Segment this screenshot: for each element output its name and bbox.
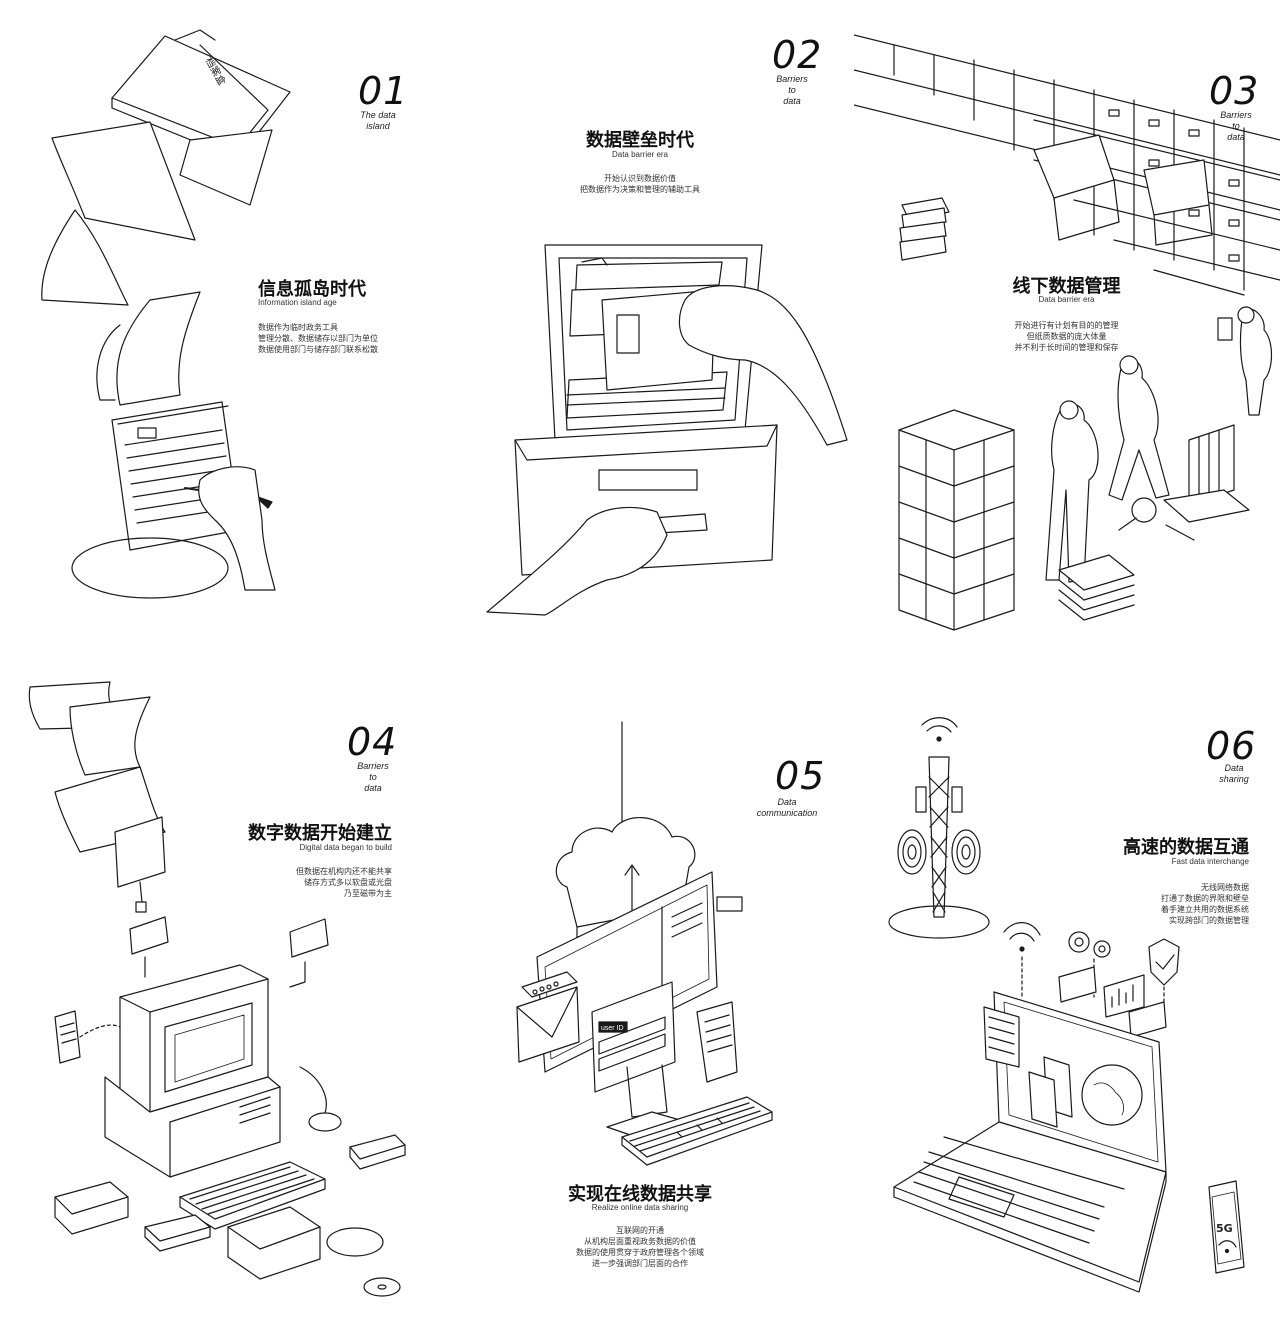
panel-06: 5G 06 Data sharing 高速的数据互通 Fast data int… bbox=[854, 667, 1280, 1333]
description: 开始认识到数据价值把数据作为决策和管理的辅助工具 bbox=[580, 174, 700, 194]
retro-computer-illustration bbox=[28, 681, 406, 1297]
title-en: Realize online data sharing bbox=[591, 1203, 689, 1212]
title-cn: 数字数据开始建立 bbox=[248, 823, 392, 844]
title-cn: 实现在线数据共享 bbox=[568, 1184, 712, 1205]
title-cn: 数据壁垒时代 bbox=[586, 130, 694, 151]
shield-check-icon bbox=[1148, 938, 1180, 986]
wifi-icon bbox=[1003, 922, 1041, 952]
title-cn: 线下数据管理 bbox=[1012, 276, 1121, 297]
file-drawer-illustration bbox=[486, 244, 848, 616]
description: 开始进行有计划有目的的管理但纸质数据的庞大体量并不利于长时间的管理和保存 bbox=[1014, 321, 1119, 352]
panel-05: user ID 05 Data communication 实现在线数据共享 R… bbox=[427, 667, 853, 1333]
title-cn: 信息孤岛时代 bbox=[258, 279, 366, 300]
panel-01: 档案盒 01 The data island 信息孤岛时代 Informatio… bbox=[0, 0, 426, 666]
step-subtitle: Data sharing bbox=[1219, 763, 1249, 784]
gear-icon bbox=[1068, 931, 1111, 958]
title-en: Data barrier era bbox=[1038, 295, 1095, 304]
title-en: Digital data began to build bbox=[299, 843, 392, 852]
description: 无线网络数据打通了数据的界限和壁垒着手建立共用的数据系统实现跨部门的数据管理 bbox=[1161, 883, 1249, 925]
title-en: Information island age bbox=[258, 298, 337, 307]
step-subtitle: Data communication bbox=[756, 797, 818, 818]
phone-5g-label: 5G bbox=[1216, 1222, 1233, 1235]
panel-03: 03 Barriers to data 线下数据管理 Data barrier … bbox=[854, 0, 1280, 666]
step-subtitle: The data island bbox=[360, 110, 396, 131]
description: 但数据在机构内还不能共享储存方式多以软盘或光盘乃至磁带为主 bbox=[296, 867, 392, 898]
description: 数据作为临时政务工具管理分散、数据储存以部门为单位数据使用部门与储存部门联系松散 bbox=[258, 323, 378, 354]
step-number: 02 bbox=[772, 33, 823, 77]
panel-04: 04 Barriers to data 数字数据开始建立 Digital dat… bbox=[0, 667, 426, 1333]
title-en: Data barrier era bbox=[611, 150, 669, 159]
paper-flying-illustration: 档案盒 bbox=[41, 29, 291, 599]
description: 互联网的开通从机构层面重视政务数据的价值数据的使用贯穿于政府管理各个领域进一步强… bbox=[576, 1226, 704, 1268]
user-id-label: user ID bbox=[601, 1025, 624, 1032]
step-number: 05 bbox=[775, 754, 826, 798]
title-en: Fast data interchange bbox=[1171, 857, 1249, 866]
step-number: 01 bbox=[358, 69, 409, 113]
cloud-desktop-illustration: user ID bbox=[516, 721, 773, 1166]
wifi-icon bbox=[921, 717, 958, 742]
step-subtitle: Barriers to data bbox=[357, 761, 389, 793]
step-number: 06 bbox=[1206, 724, 1257, 768]
step-number: 03 bbox=[1209, 69, 1260, 113]
wifi-icon bbox=[1218, 1240, 1237, 1254]
panel-02: 02 Barriers to data 数据壁垒时代 Data barrier … bbox=[427, 0, 853, 666]
laptop-network-illustration: 5G bbox=[888, 717, 1245, 1293]
archive-room-illustration bbox=[854, 34, 1280, 631]
step-number: 04 bbox=[347, 720, 398, 764]
step-subtitle: Barriers to data bbox=[1220, 110, 1252, 142]
title-cn: 高速的数据互通 bbox=[1123, 837, 1249, 858]
step-subtitle: Barriers to data bbox=[776, 74, 808, 106]
